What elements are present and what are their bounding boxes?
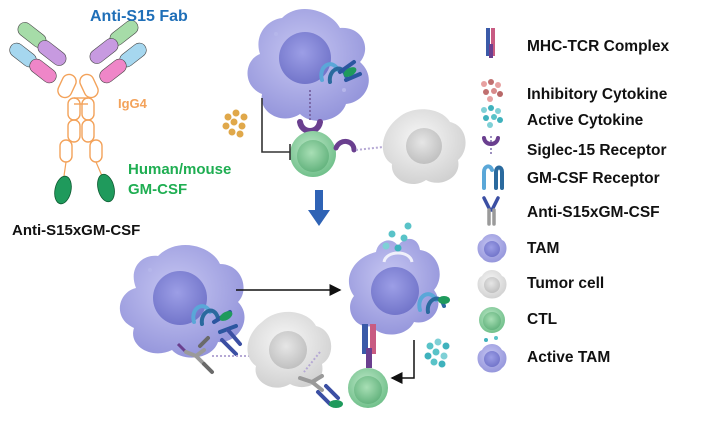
blocking-antibody-left xyxy=(176,336,214,374)
tam-icon xyxy=(477,234,507,263)
legend-label-tumor-cell: Tumor cell xyxy=(527,275,605,292)
active-tam-cell xyxy=(348,238,440,335)
tumor-cell-icon xyxy=(477,270,507,299)
inhibitory-cytokine-icon xyxy=(481,79,503,102)
legend-label-active-cytokine: Active Cytokine xyxy=(527,112,644,129)
antibody-bound-bottom-left xyxy=(212,310,242,356)
bispecific-antibody-bridge xyxy=(298,351,343,408)
gmcsf-receptor-bottom-left xyxy=(191,304,220,326)
ctl-icon xyxy=(479,307,505,333)
legend-label-bispecific: Anti-S15xGM-CSF xyxy=(527,204,660,221)
antibody-bound-top xyxy=(338,60,362,82)
legend-label-active-tam: Active TAM xyxy=(527,349,611,366)
igg4-label: IgG4 xyxy=(118,96,147,111)
gmcsf-receptor-active xyxy=(417,292,450,314)
transition-arrow xyxy=(308,190,330,226)
bispecific-antibody-icon xyxy=(482,196,500,226)
mhc-tcr-complex-icon xyxy=(486,28,495,58)
gmcsf-label: Human/mouse GM-CSF xyxy=(128,161,232,198)
active-tam-icon xyxy=(477,336,507,373)
legend-label-mhc-tcr: MHC-TCR Complex xyxy=(527,38,670,55)
inhibitory-cytokines-top xyxy=(222,109,248,138)
bispecific-antibody-diagram xyxy=(9,20,147,205)
legend-label-gmcsf-receptor: GM-CSF Receptor xyxy=(527,170,660,187)
ctl-cell-bottom xyxy=(348,368,388,408)
legend-label-inhibitory-cytokine: Inhibitory Cytokine xyxy=(527,86,668,103)
bispecific-title: Anti-S15xGM-CSF xyxy=(12,222,141,239)
ctl-cell-top xyxy=(290,131,336,177)
tam-cell-bottom-left xyxy=(119,244,245,358)
siglec15-receptor-top xyxy=(297,119,323,134)
tumor-cell-bottom-left xyxy=(247,311,332,388)
fab-label: Anti-S15 Fab xyxy=(90,8,188,25)
gmcsf-receptor-icon xyxy=(482,164,504,190)
legend-label-siglec15: Siglec-15 Receptor xyxy=(527,142,667,159)
legend-label-tam: TAM xyxy=(527,240,560,257)
siglec15-receptor-icon xyxy=(482,136,500,154)
active-cytokines-cluster xyxy=(424,338,450,368)
legend-label-ctl: CTL xyxy=(527,311,558,328)
tumor-cell-top xyxy=(382,109,466,185)
mhc-tcr-complex-bottom xyxy=(362,324,376,368)
active-cytokines-release xyxy=(382,222,412,252)
tam-cell-top xyxy=(247,9,369,121)
active-cytokine-icon xyxy=(481,105,503,128)
